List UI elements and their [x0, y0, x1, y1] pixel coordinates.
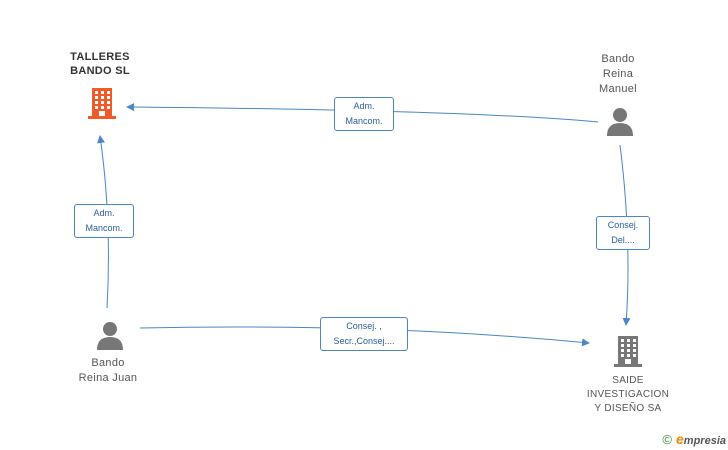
person-icon-manuel[interactable]: [605, 106, 635, 136]
edge-label-manuel-talleres-line-1: Adm.: [353, 101, 375, 111]
edge-label-juan-saide-line-2: Secr.,Consej....: [333, 336, 395, 346]
empresia-logo: empresia: [676, 431, 726, 447]
person-juan-label: Bando Reina Juan: [58, 356, 158, 386]
person-juan-label-line-2: Reina Juan: [78, 372, 138, 384]
copyright-icon: ©: [662, 432, 672, 447]
edge-label-manuel-talleres-line-2: Mancom.: [345, 116, 383, 126]
edge-label-manuel-saide[interactable]: Consej. Del....: [596, 216, 650, 250]
person-manuel-label-line-3: Manuel: [599, 83, 637, 95]
edge-label-manuel-saide-line-2: Del....: [611, 235, 635, 245]
empresia-logo-rest: mpresia: [683, 435, 726, 447]
person-manuel-label-line-2: Reina: [602, 68, 634, 80]
edge-label-juan-talleres-line-1: Adm.: [93, 208, 115, 218]
building-icon-talleres[interactable]: [86, 86, 118, 120]
company-saide-label-line-1: SAIDE: [612, 375, 644, 386]
person-manuel-label: Bando Reina Manuel: [578, 52, 658, 97]
person-manuel-label-line-1: Bando: [601, 53, 635, 65]
edge-label-juan-saide-line-1: Consej. ,: [346, 321, 382, 331]
person-icon-juan[interactable]: [95, 320, 125, 350]
company-talleres-label-line-2: BANDO SL: [70, 65, 130, 77]
company-saide-label-line-2: INVESTIGACION: [586, 389, 670, 400]
edge-label-juan-talleres[interactable]: Adm. Mancom.: [74, 204, 134, 238]
building-icon-saide[interactable]: [612, 334, 644, 368]
empresia-watermark: © empresia: [662, 431, 726, 447]
edge-label-manuel-talleres[interactable]: Adm. Mancom.: [334, 97, 394, 131]
company-saide-label-line-3: Y DISEÑO SA: [594, 403, 662, 414]
company-talleres-label-line-1: TALLERES: [70, 51, 130, 63]
person-juan-label-line-1: Bando: [91, 357, 125, 369]
empresia-logo-e: e: [676, 431, 684, 447]
company-saide-label: SAIDE INVESTIGACION Y DISEÑO SA: [578, 374, 678, 416]
edge-label-juan-saide[interactable]: Consej. , Secr.,Consej....: [320, 317, 408, 351]
edge-manuel-to-talleres: [126, 103, 599, 123]
company-talleres-label: TALLERES BANDO SL: [50, 50, 150, 78]
edge-label-juan-talleres-line-2: Mancom.: [85, 223, 123, 233]
edge-label-manuel-saide-line-1: Consej.: [607, 220, 639, 230]
